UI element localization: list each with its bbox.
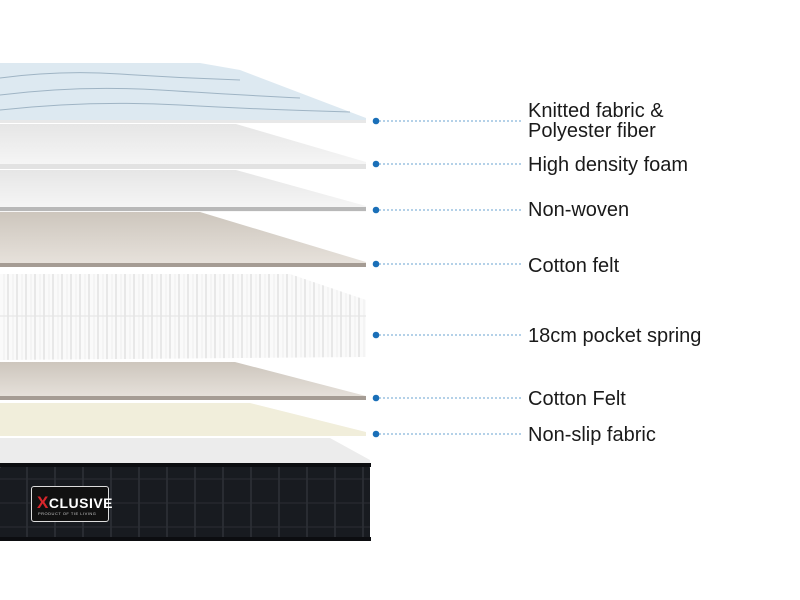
label-line: Polyester fiber bbox=[528, 120, 656, 142]
brand-tagline: PRODUCT OF TIE LIVING bbox=[38, 511, 97, 516]
layer-pocket-spring bbox=[0, 274, 366, 360]
label-high-density-foam: High density foam bbox=[528, 154, 689, 176]
leader-lines bbox=[379, 120, 522, 435]
brand-name: CLUSIVE bbox=[48, 495, 114, 511]
mattress-top bbox=[0, 438, 370, 466]
label-line: Knitted fabric & bbox=[528, 100, 664, 122]
layer-cotton-felt bbox=[0, 212, 366, 267]
label-non-slip-fabric: Non-slip fabric bbox=[528, 424, 656, 446]
label-knitted-fabric: Knitted fabric & Polyester fiber bbox=[528, 101, 664, 141]
layer-knitted-fabric bbox=[0, 63, 366, 122]
brand-label: XCLUSIVE PRODUCT OF TIE LIVING bbox=[31, 486, 113, 522]
layer-high-density-foam bbox=[0, 124, 366, 169]
brand-x: X bbox=[37, 493, 49, 512]
label-cotton-felt: Cotton felt bbox=[528, 255, 620, 277]
layer-non-slip-fabric bbox=[0, 403, 366, 436]
label-pocket-spring: 18cm pocket spring bbox=[528, 325, 702, 347]
layer-non-woven bbox=[0, 170, 366, 212]
leader-dots bbox=[372, 117, 380, 438]
label-non-woven: Non-woven bbox=[528, 199, 630, 221]
quilt-stitching bbox=[0, 72, 351, 113]
label-cotton-felt-2: Cotton Felt bbox=[528, 388, 626, 410]
mattress-body bbox=[0, 465, 370, 541]
layer-cotton-felt-2 bbox=[0, 362, 366, 400]
